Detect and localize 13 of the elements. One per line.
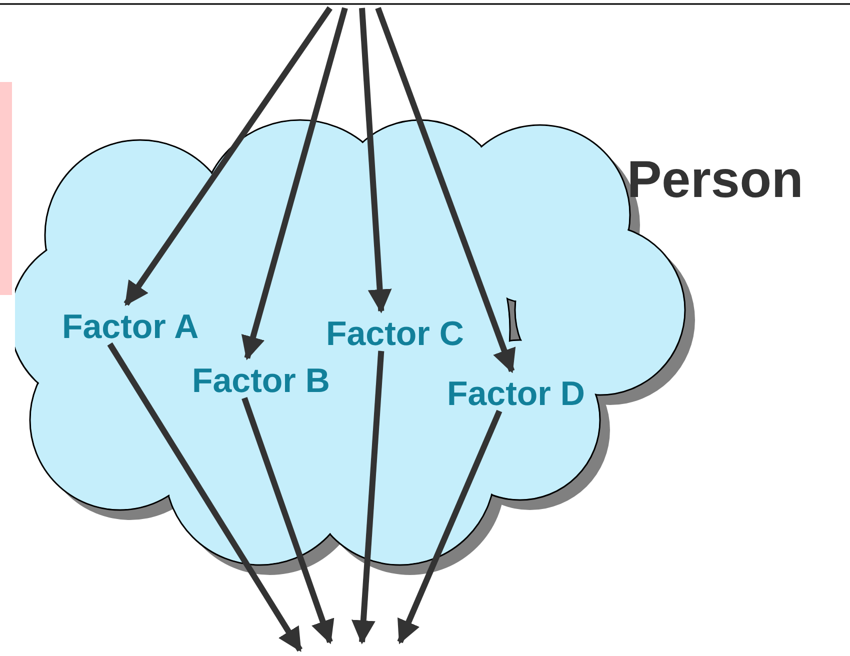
arrow [397, 410, 502, 644]
factor-label: Factor B [192, 362, 330, 400]
factor-label: Factor C [326, 315, 464, 353]
arrow [359, 8, 392, 314]
arrow [242, 397, 334, 644]
arrow [351, 350, 384, 644]
arrow [124, 6, 332, 306]
arrow [375, 6, 516, 374]
cloud-caption: Person [627, 150, 804, 210]
factor-label: Factor D [447, 375, 585, 413]
factor-label: Factor A [62, 308, 199, 346]
arrow [107, 342, 303, 652]
arrow [241, 7, 348, 360]
